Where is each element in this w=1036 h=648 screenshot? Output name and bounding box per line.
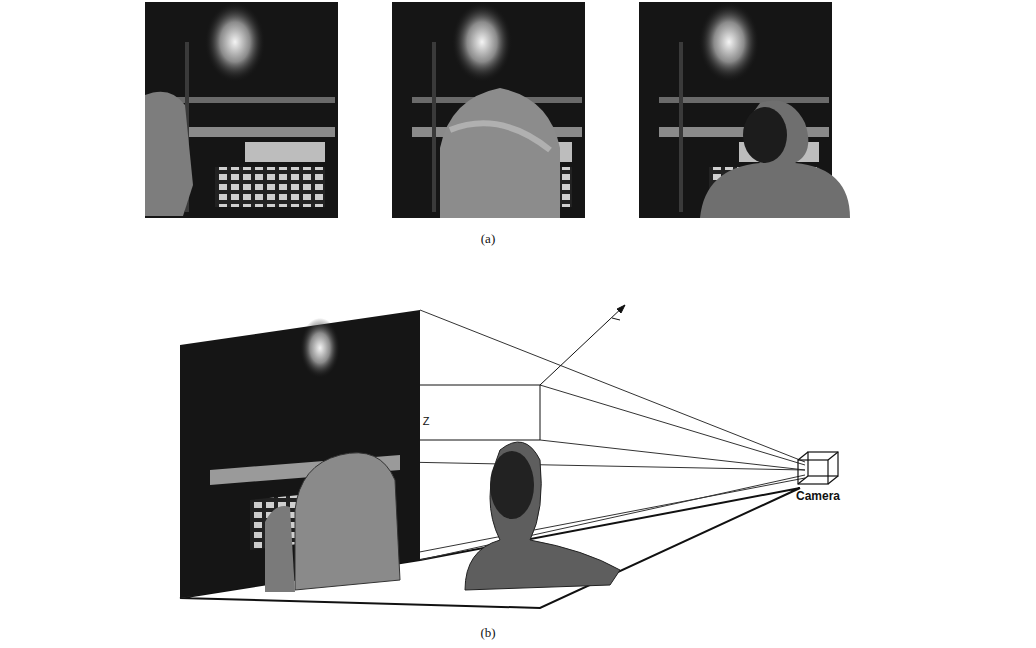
background-layer bbox=[180, 310, 420, 598]
camera-label: Camera bbox=[796, 489, 840, 503]
head-layer bbox=[465, 442, 620, 590]
axis-label: Z bbox=[423, 415, 430, 427]
video-frame bbox=[639, 2, 850, 218]
projection-ray bbox=[180, 310, 805, 598]
panel-label: (a) bbox=[481, 231, 495, 247]
depth-frame bbox=[420, 305, 625, 440]
video-frame bbox=[392, 2, 585, 218]
person-layer bbox=[295, 453, 400, 590]
camera-symbol bbox=[798, 452, 838, 484]
panel-label: (b) bbox=[480, 625, 495, 641]
video-frame bbox=[145, 2, 338, 218]
